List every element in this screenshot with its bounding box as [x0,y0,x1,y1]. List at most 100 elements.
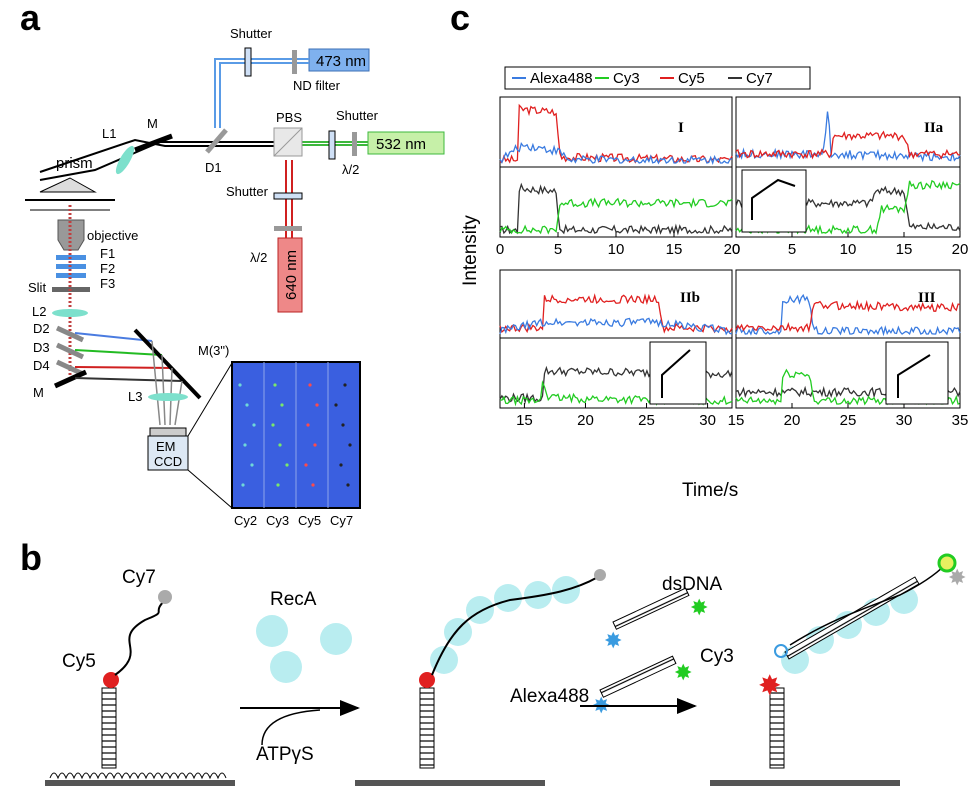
inset-III [885,341,949,405]
legend-box [504,66,811,90]
laser-640 [277,237,303,313]
f3-label: F3 [100,276,115,291]
shutter-473-label: Shutter [230,26,273,41]
ccd-spot-1-1 [280,403,284,407]
x-tick-label-I-10: 10 [608,241,625,258]
m-label-bottom: M [33,385,44,400]
f1-label: F1 [100,246,115,261]
x-tick-label-IIb-20: 20 [577,412,594,429]
atp-curve [261,709,321,746]
objective-label: objective [87,228,138,243]
dichroic-d1 [205,128,228,154]
shutter-532 [328,130,336,160]
pbs-diagonal [273,127,303,157]
x-tick-label-IIb-30: 30 [699,412,716,429]
x-tick-label-IIb-25: 25 [638,412,655,429]
ccd-channel-cy5: Cy5 [298,513,321,528]
legend-label-cy7: Cy7 [746,70,773,87]
inset-IIb [649,341,707,405]
ccd-spot-0-4 [250,463,254,467]
trace-IIb-cy5 [499,293,733,334]
surface-2 [355,780,545,786]
l1-label: L1 [102,126,116,141]
ccd-spot-1-5 [276,483,280,487]
x-tick-label-IIa-5: 5 [788,241,796,258]
x-tick-label-IIa-10: 10 [840,241,857,258]
inset-IIb-schematic [661,349,691,398]
x-tick-label-IIa-15: 15 [896,241,913,258]
ccd-spot-1-2 [271,423,275,427]
ccd-spot-2-0 [308,383,312,387]
ccd-spot-0-5 [241,483,245,487]
ccd-spots [238,383,352,487]
zoom-line-bottom [187,469,233,509]
x-tick-label-III-30: 30 [896,412,913,429]
dna-stem-3 [769,687,785,769]
subpanel-III-label: III [918,290,936,306]
mirror-m-bottom [53,369,88,389]
x-tick-label-I-15: 15 [666,241,683,258]
emccd [147,435,189,471]
laser-473-label: 473 nm [316,53,366,70]
panel-letter-c: c [450,0,470,38]
trace-III-cy5 [735,299,961,334]
reca-monomer-2 [320,623,352,655]
legend-label-alexa488: Alexa488 [530,70,593,87]
ccd-channel-cy7: Cy7 [330,513,353,528]
d1-label: D1 [205,160,222,175]
dna-stem-1 [101,687,117,769]
d3-label: D3 [33,340,50,355]
subpanel-I-bottom [499,166,733,238]
dsdna-probe-1 [612,587,690,630]
x-tick-label-IIa-0: 0 [732,241,740,258]
x-tick-label-IIa-20: 20 [952,241,969,258]
ssdna-tail [114,599,166,676]
beam-cy5 [74,366,173,369]
construct-hybrid: ✸ ✸ [710,553,966,786]
alexa488-label: Alexa488 [510,686,589,707]
mirror-m3 [133,328,202,400]
trace-IIa-alexa488 [735,111,961,163]
nd-filter-label: ND filter [293,78,341,93]
zoom-line-top [187,362,233,437]
shutter-640-label: Shutter [226,184,269,199]
subpanel-IIb-label: IIb [680,290,700,306]
x-tick-label-I-20: 20 [724,241,741,258]
cy3-dye-3 [937,553,957,573]
x-tick-label-I-0: 0 [496,241,504,258]
ccd-spot-3-2 [341,423,345,427]
lambda-532-label: λ/2 [342,162,359,177]
ccd-mount [149,427,187,437]
lambda-640-label: λ/2 [250,250,267,265]
ccd-channel-cy3: Cy3 [266,513,289,528]
y-axis-label: Intensity [460,215,481,286]
x-axis-label: Time/s [682,480,738,501]
x-tick-label-III-15: 15 [728,412,745,429]
trace-IIb-alexa488 [499,317,733,336]
panel-letter-a: a [20,0,41,38]
mirror-m-top [134,133,173,153]
d4-label: D4 [33,358,50,373]
l2-label: L2 [32,304,46,319]
legend-label-cy5: Cy5 [678,70,705,87]
cy7-label: Cy7 [122,567,156,588]
ccd-spot-2-2 [306,423,310,427]
dichroic-d4 [55,359,85,377]
cy3-star-2: ✸ [674,661,692,686]
x-tick-label-III-35: 35 [952,412,969,429]
emccd-ccd: CCD [154,454,182,469]
panel-letter-b: b [20,537,42,578]
cy7-dye [158,590,172,604]
ccd-spot-3-5 [346,483,350,487]
construct-filament [355,569,606,786]
surface-3 [710,780,900,786]
x-tick-label-I-5: 5 [554,241,562,258]
ccd-spot-2-5 [311,483,315,487]
shutter-640 [273,192,303,200]
l3-label: L3 [128,389,142,404]
lens-l1 [115,145,135,175]
ccd-spot-3-3 [348,443,352,447]
ccd-spot-1-3 [278,443,282,447]
ccd-spot-0-1 [245,403,249,407]
